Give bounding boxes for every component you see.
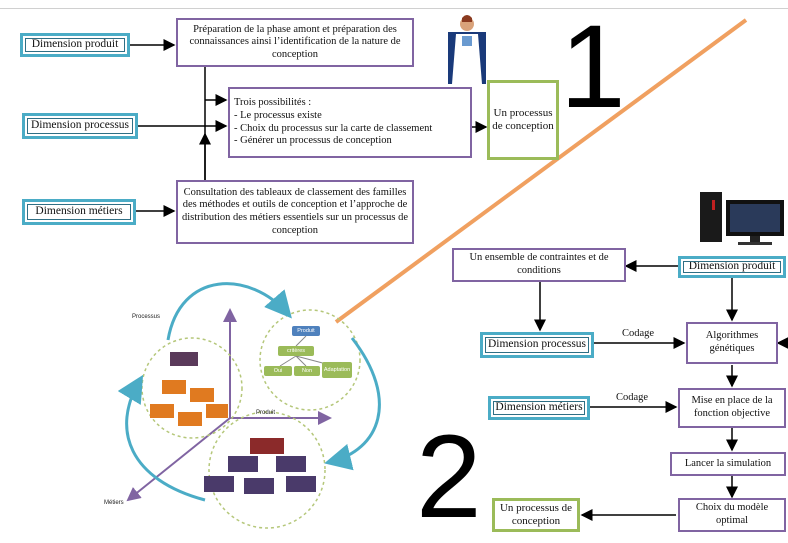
axis-metiers-label: Métiers — [104, 500, 124, 506]
preparation-box: Préparation de la phase amont et prépara… — [176, 18, 414, 67]
trois-possibilites-box: Trois possibilités : - Le processus exis… — [228, 87, 472, 158]
result-processus-box-1: Un processus de conception — [487, 80, 559, 160]
cycle-arrow-right — [324, 337, 381, 471]
axis-processus-label: Processus — [132, 314, 161, 320]
diagonal-divider — [334, 18, 748, 324]
tree-node-oui: Oui — [264, 366, 292, 376]
consultation-box: Consultation des tableaux de classement … — [176, 180, 414, 244]
result-processus-box-2: Un processus de conception — [492, 498, 580, 532]
tree-node-produit: Produit — [292, 326, 320, 336]
simulation-box: Lancer la simulation — [670, 452, 786, 476]
dimension-produit-box: Dimension produit — [20, 33, 130, 57]
metiers-blocks — [204, 438, 316, 494]
tree-node-criteres: critères — [278, 346, 314, 356]
algorithmes-box: Algorithmes génétiques — [686, 322, 778, 364]
contraintes-box: Un ensemble de contraintes et de conditi… — [452, 248, 626, 282]
trois-title: Trois possibilités : — [234, 97, 312, 109]
tree-node-adaptation: Adaptation — [322, 362, 352, 378]
axis-produit-label: Produit — [256, 410, 276, 416]
dimension-produit-box-2: Dimension produit — [678, 256, 786, 278]
cycle-arrow-left — [117, 374, 206, 502]
dimension-metiers-box: Dimension métiers — [22, 199, 136, 225]
dimension-processus-box-2: Dimension processus — [480, 332, 594, 358]
trois-item: - Choix du processus sur la carte de cla… — [234, 122, 433, 134]
dimension-metiers-box-2: Dimension métiers — [488, 396, 590, 420]
choix-modele-box: Choix du modèle optimal — [678, 498, 786, 532]
tree-node-non: Non — [294, 366, 320, 376]
computer-icon — [700, 192, 784, 245]
trois-item: - Générer un processus de conception — [234, 135, 392, 147]
circle-produit — [259, 309, 361, 411]
step-number-2: 2 — [416, 411, 482, 543]
doctor-icon — [448, 15, 486, 84]
codage-label-1: Codage — [622, 328, 655, 339]
step-number-1: 1 — [560, 1, 626, 133]
dimension-processus-box: Dimension processus — [22, 113, 138, 139]
fonction-objective-box: Mise en place de la fonction objective — [678, 388, 786, 428]
circle-metiers — [208, 411, 326, 529]
cycle-arrow-top — [166, 282, 292, 341]
trois-item: - Le processus existe — [234, 109, 322, 121]
codage-label-2: Codage — [616, 392, 649, 403]
top-rule — [0, 8, 788, 9]
processus-blocks — [150, 352, 228, 426]
axis-metiers-line — [126, 417, 231, 502]
